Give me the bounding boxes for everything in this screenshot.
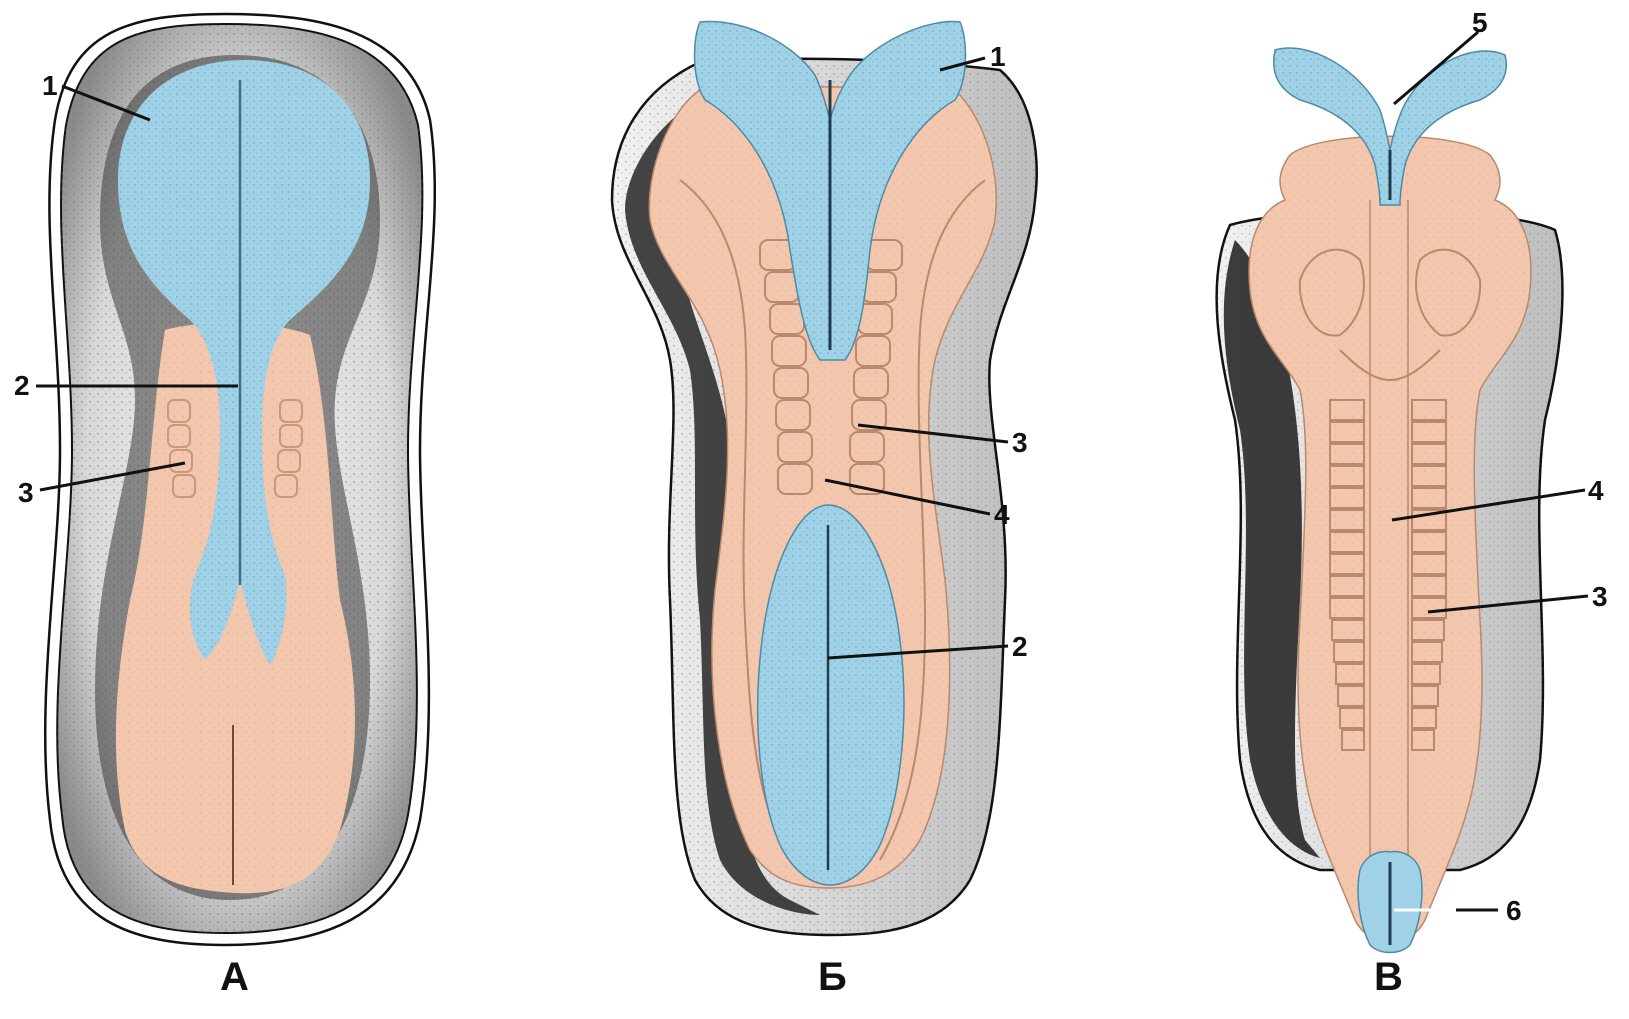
panel-b-caption: Б: [818, 955, 847, 999]
panel-b: 1 3 4 2 Б: [612, 22, 1037, 999]
panel-b-label-2: 2: [1012, 631, 1028, 662]
panel-a-label-1: 1: [42, 70, 58, 101]
panel-a-label-2: 2: [14, 370, 30, 401]
panel-c-label-4: 4: [1588, 475, 1604, 506]
panel-c: 5 4 3 6 В: [1217, 7, 1608, 999]
panel-c-label-6: 6: [1506, 895, 1522, 926]
panel-a: 1 2 3 А: [14, 14, 435, 999]
panel-c-label-5: 5: [1472, 7, 1488, 38]
panel-c-label-3: 3: [1592, 581, 1608, 612]
panel-b-label-3: 3: [1012, 427, 1028, 458]
panel-b-label-1: 1: [990, 41, 1006, 72]
panel-a-caption: А: [220, 955, 249, 999]
panel-c-caption: В: [1374, 955, 1403, 999]
panel-b-label-4: 4: [994, 499, 1010, 530]
panel-a-label-3: 3: [18, 477, 34, 508]
